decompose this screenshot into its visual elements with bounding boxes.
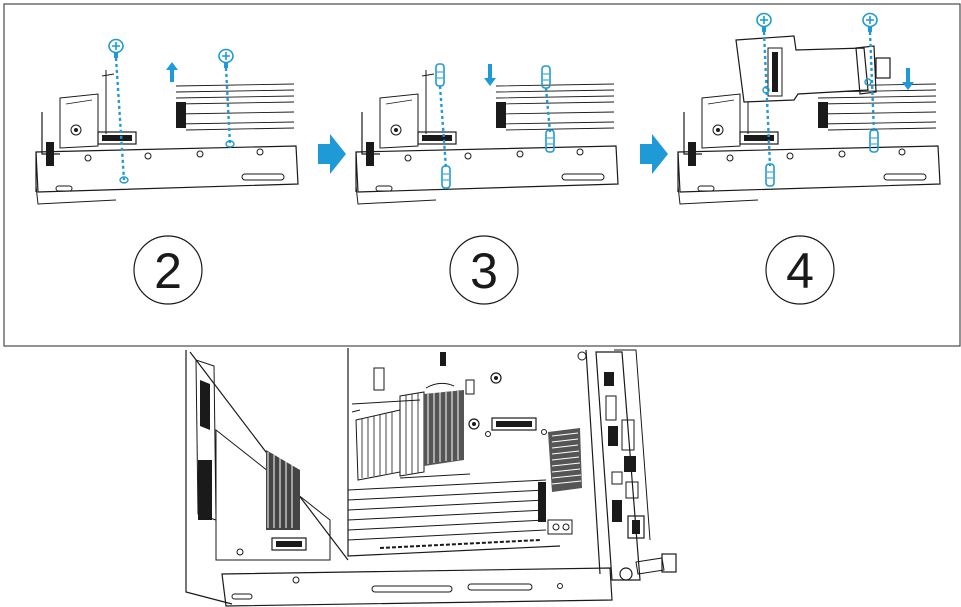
rear-io-panel	[595, 349, 677, 581]
arrow-right-icon	[318, 134, 346, 174]
step-2-illustration	[35, 38, 299, 205]
step-3-illustration	[355, 63, 619, 205]
arrow-down-icon	[902, 68, 914, 90]
m2-slot	[491, 417, 537, 431]
step-number-badge-4: 4	[765, 235, 835, 305]
step-number-badge-3: 3	[449, 235, 519, 305]
screw-path-line	[114, 57, 126, 181]
expansion-module-plate	[735, 35, 869, 103]
screw-path-line	[868, 31, 876, 133]
chipset-heatsink	[548, 428, 582, 492]
step-number: 3	[470, 243, 498, 299]
screw-path-line	[224, 67, 232, 145]
arrow-right-icon	[640, 134, 668, 174]
standoff-path-line	[544, 87, 552, 133]
step-number-badge-2: 2	[133, 235, 203, 305]
step-4-illustration	[677, 12, 941, 205]
memory-slots	[347, 479, 547, 549]
screw-path-line	[762, 31, 772, 167]
chassis-overview-illustration	[185, 348, 677, 607]
step-number: 2	[154, 243, 182, 299]
arrow-up-icon	[166, 62, 178, 82]
standoff-path-line	[438, 85, 448, 169]
step-number: 4	[786, 243, 814, 299]
arrow-down-icon	[484, 64, 496, 86]
heatsink	[355, 390, 464, 481]
